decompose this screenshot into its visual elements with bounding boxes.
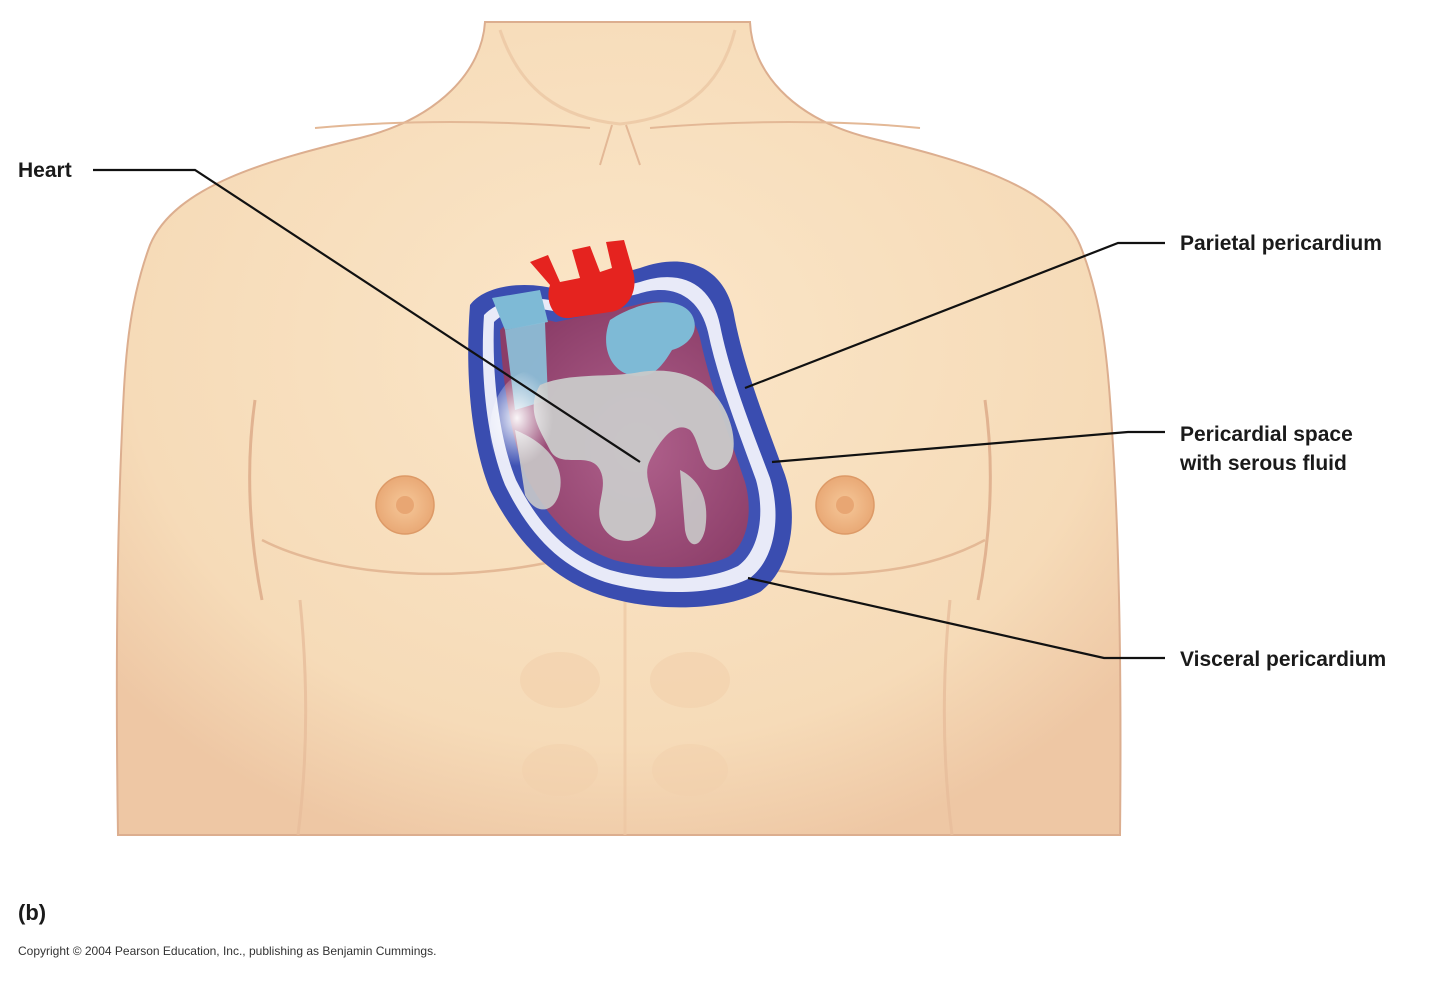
leader-line-heart [93,168,641,463]
nipple-right [815,475,875,535]
label-visceral-pericardium: Visceral pericardium [1180,648,1387,671]
label-parietal-pericardium: Parietal pericardium [1180,232,1382,255]
aorta [530,240,635,319]
label-pericardial-space-line1: Pericardial space [1180,423,1353,446]
leader-line-parietal [744,241,1165,390]
label-heart: Heart [18,159,72,182]
leader-line-visceral [747,576,1165,660]
leader-line-pericardial-space [771,430,1165,464]
copyright-notice: Copyright © 2004 Pearson Education, Inc.… [18,944,437,958]
leader-lines [93,168,1165,660]
nipple-left [375,475,435,535]
panel-letter: (b) [18,900,47,925]
label-pericardial-space-line2: with serous fluid [1180,452,1347,475]
heart-illustration [468,240,792,608]
